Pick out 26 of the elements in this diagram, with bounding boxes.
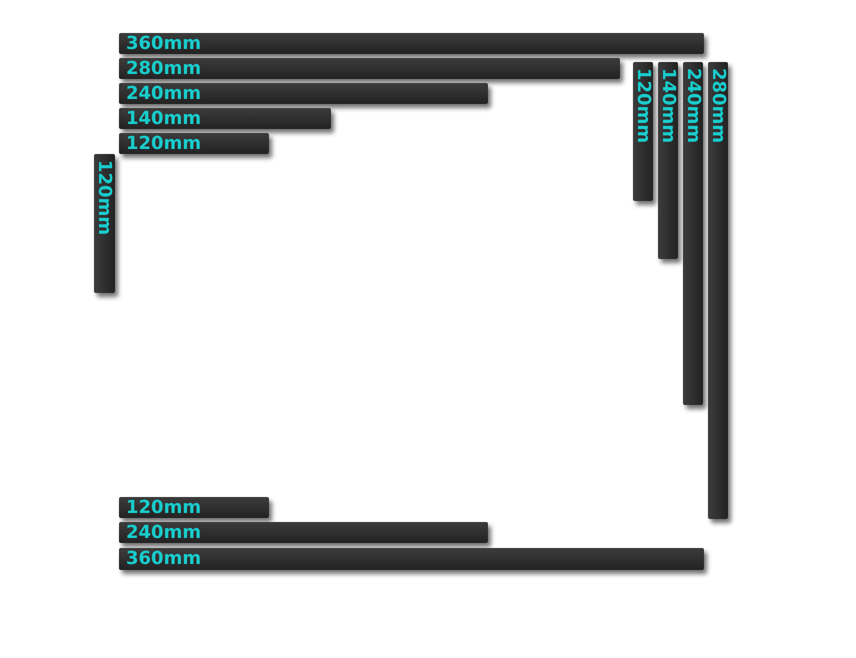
size-bar: [119, 33, 704, 54]
size-bar: [119, 497, 269, 518]
size-bar: [94, 154, 115, 293]
size-label: 240mm: [126, 522, 202, 543]
size-label: 120mm: [633, 68, 654, 144]
size-bar: [633, 62, 653, 201]
size-bar: [658, 62, 678, 259]
size-label: 120mm: [126, 133, 202, 154]
size-label: 120mm: [94, 160, 115, 236]
size-label: 240mm: [126, 83, 202, 104]
size-bar: [119, 108, 331, 129]
size-label: 240mm: [683, 68, 704, 144]
size-bar: [119, 83, 488, 104]
size-label: 120mm: [126, 497, 202, 518]
size-bar: [683, 62, 703, 405]
size-bar: [119, 58, 620, 79]
size-bar: [119, 548, 704, 570]
size-label: 360mm: [126, 33, 202, 54]
size-bar: [708, 62, 728, 519]
size-label: 140mm: [126, 108, 202, 129]
size-bar: [119, 133, 269, 154]
size-label: 360mm: [126, 548, 202, 569]
size-bar: [119, 522, 488, 543]
size-label: 280mm: [708, 68, 729, 144]
size-label: 140mm: [658, 68, 679, 144]
size-label: 280mm: [126, 58, 202, 79]
